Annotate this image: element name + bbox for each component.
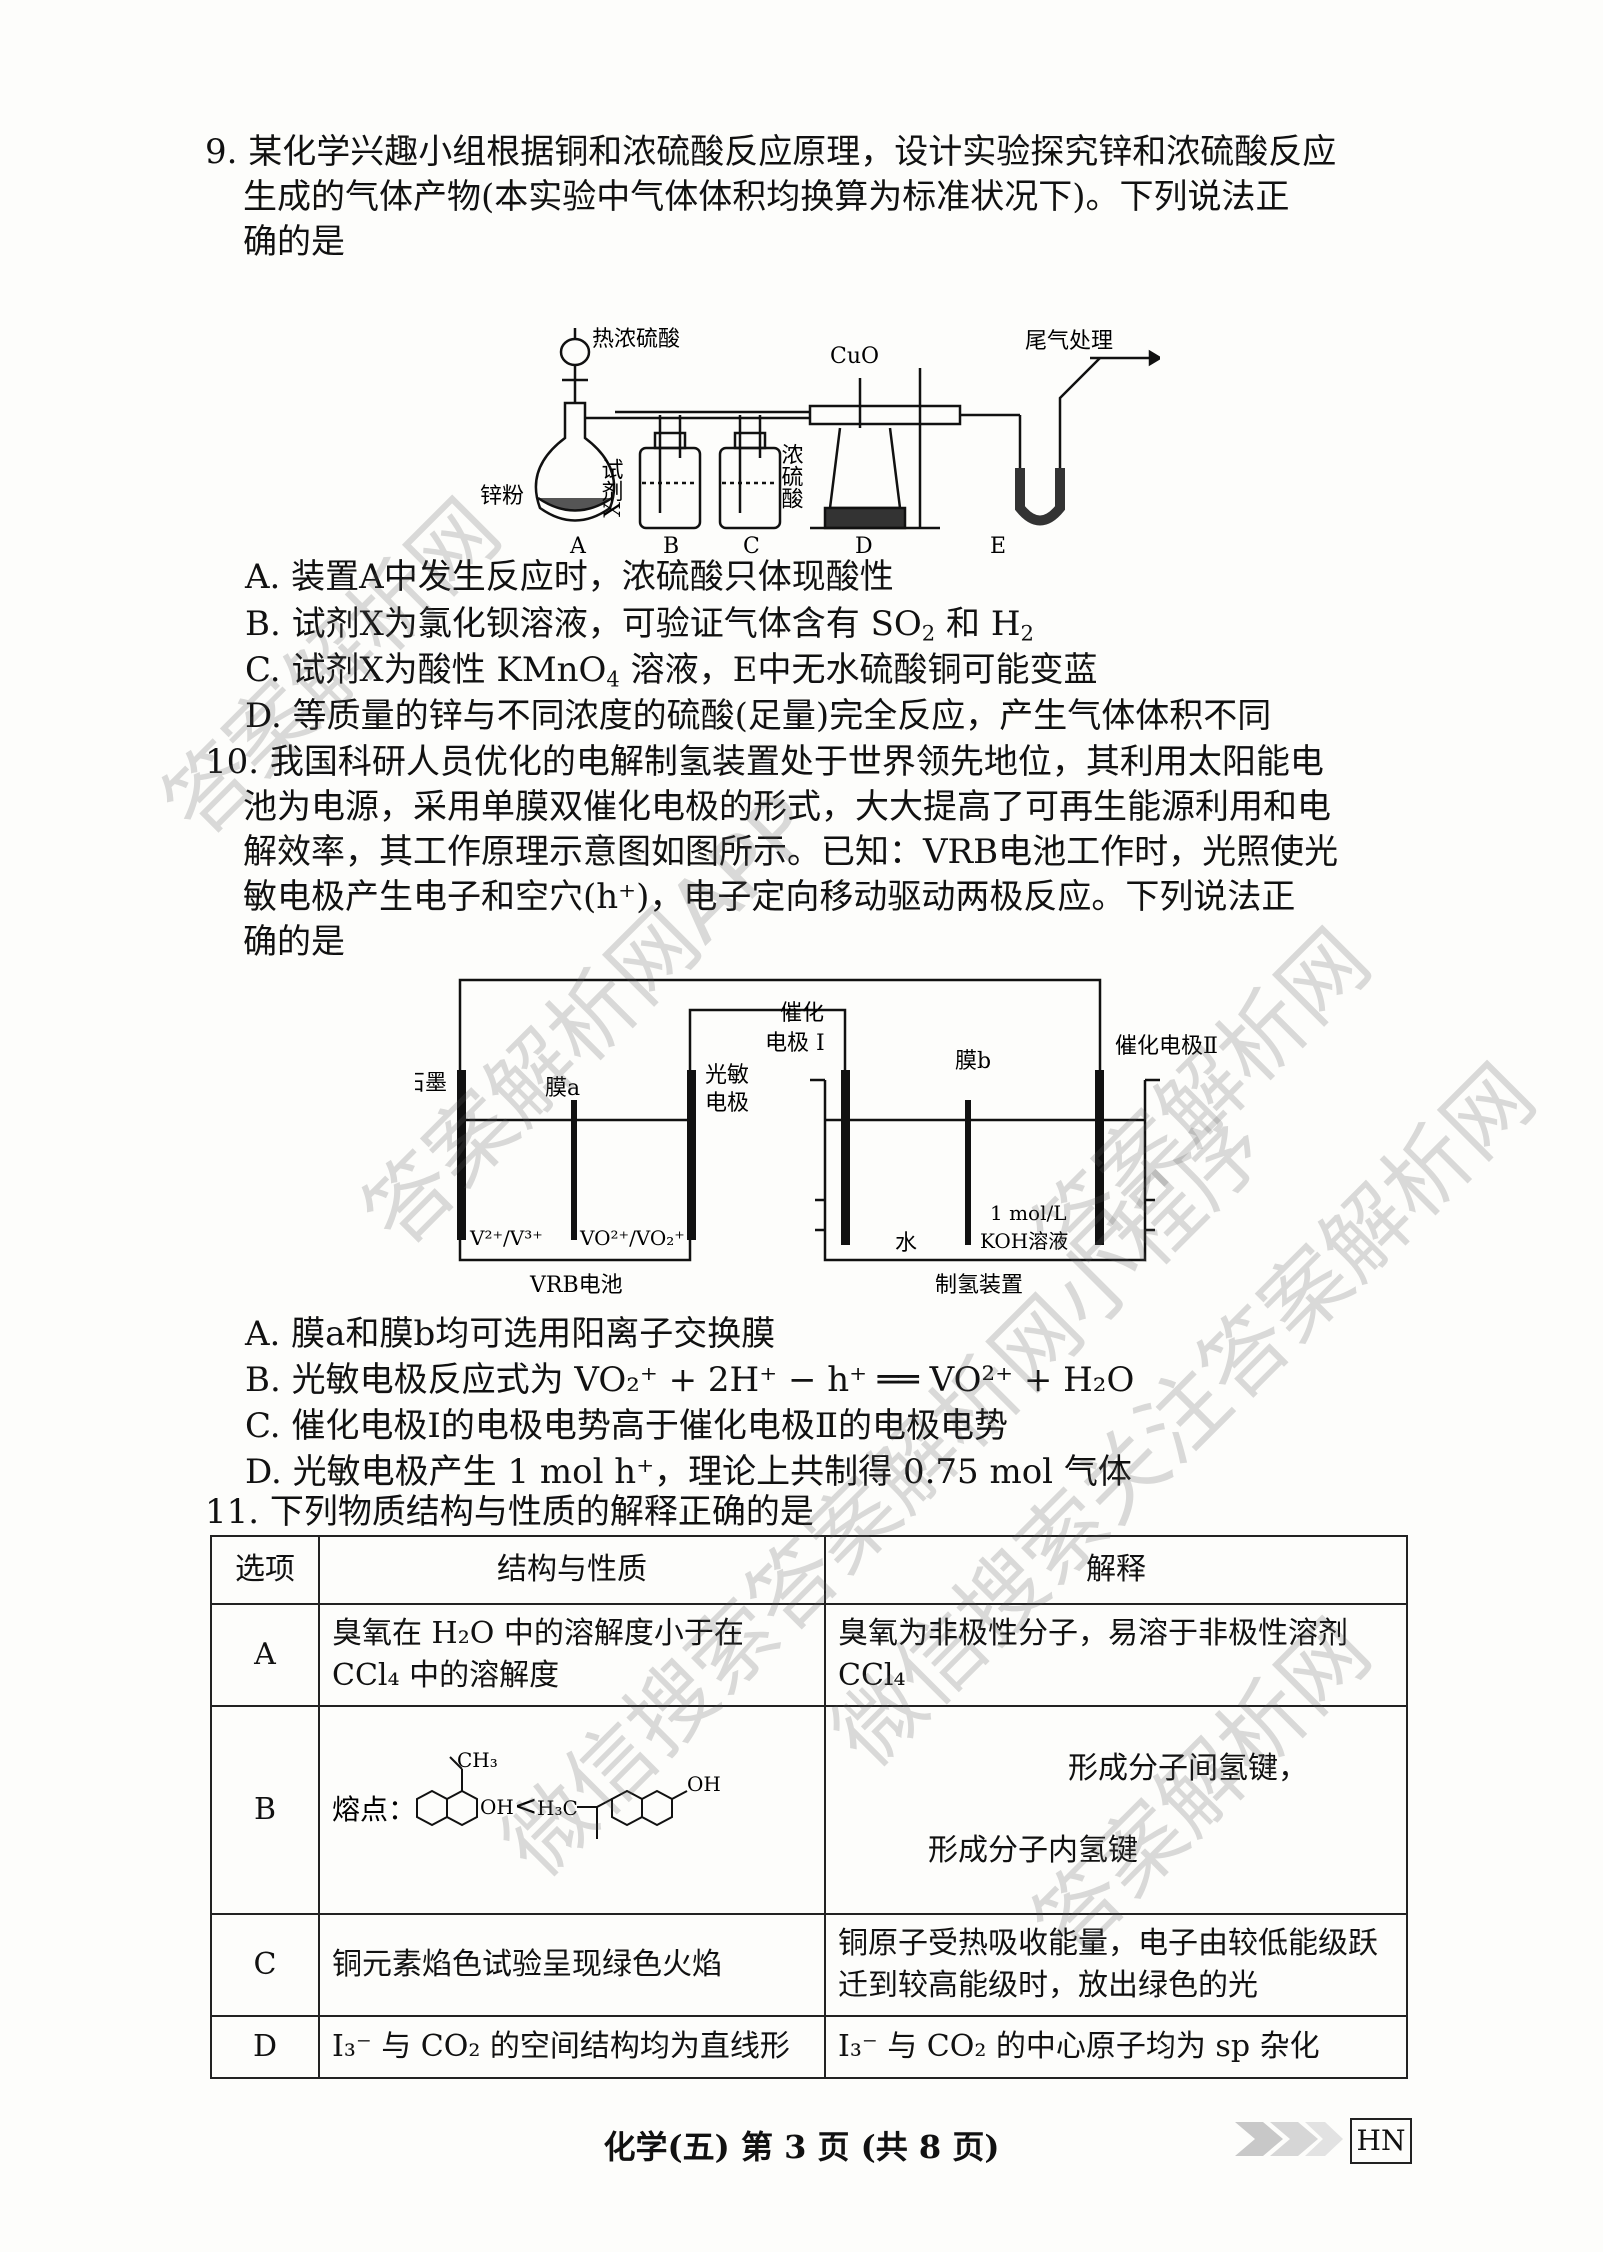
row-option: A bbox=[210, 1603, 320, 1707]
province-badge: HN bbox=[1350, 2118, 1412, 2164]
table-row: A 臭氧在 H₂O 中的溶解度小于在 CCl₄ 中的溶解度 臭氧为非极性分子，易… bbox=[210, 1603, 1408, 1707]
label-v-left: V²⁺/V³⁺ bbox=[469, 1226, 543, 1250]
label-photo-2: 电极 bbox=[705, 1091, 749, 1116]
catalytic-electrode-2 bbox=[1095, 1070, 1104, 1245]
row-explanation: I₃⁻ 与 CO₂ 的中心原子均为 sp 杂化 bbox=[824, 2015, 1408, 2079]
q10-option-d: D. 光敏电极产生 1 mol h⁺，理论上共制得 0.75 mol 气体 bbox=[245, 1452, 1132, 1492]
label-membrane-a: 膜a bbox=[545, 1076, 580, 1101]
q10-option-b: B. 光敏电极反应式为 VO₂⁺ + 2H⁺ − h⁺ ══ VO²⁺ + H₂… bbox=[245, 1360, 1135, 1400]
q9-option-c-text: C. 试剂X为酸性 KMnO bbox=[245, 650, 607, 690]
q10-electrolysis-figure: 石墨 膜a 光敏 电极 催化 电极 Ⅰ 膜b 催化电极Ⅱ V²⁺/V³⁺ VO²… bbox=[415, 978, 1218, 1298]
label-membrane-b: 膜b bbox=[955, 1049, 991, 1074]
mol-oh: OH bbox=[480, 1795, 514, 1819]
catalytic-electrode-1 bbox=[841, 1070, 850, 1245]
label-B: B bbox=[663, 534, 679, 558]
header-structure-property: 结构与性质 bbox=[318, 1535, 826, 1605]
q10-stem: 10. 我国科研人员优化的电解制氢装置处于世界领先地位，其利用太阳能电 池为电源… bbox=[205, 740, 1420, 965]
label-water: 水 bbox=[895, 1231, 917, 1256]
table-header-row: 选项 结构与性质 解释 bbox=[210, 1535, 1408, 1605]
label-photo-1: 光敏 bbox=[705, 1063, 749, 1088]
q10-option-a: A. 膜a和膜b均可选用阳离子交换膜 bbox=[245, 1314, 776, 1354]
label-v-right: VO²⁺/VO₂⁺ bbox=[579, 1226, 685, 1250]
q9-stem: 9. 某化学兴趣小组根据铜和浓硫酸反应原理，设计实验探究锌和浓硫酸反应 生成的气… bbox=[205, 130, 1420, 265]
naphthol-ketone-structure bbox=[416, 1756, 478, 1827]
q9-stem-line: 生成的气体产物(本实验中气体体积均换算为标准状况下)。下列说法正 bbox=[243, 177, 1290, 217]
q9-option-c: C. 试剂X为酸性 KMnO4 溶液，E中无水硫酸铜可能变蓝 bbox=[245, 648, 1097, 701]
row-explanation: 臭氧为非极性分子，易溶于非极性溶剂 CCl₄ bbox=[824, 1603, 1408, 1707]
q9-stem-line: 确的是 bbox=[243, 222, 345, 262]
mol-ch3: CH₃ bbox=[457, 1748, 498, 1772]
q10-stem-line: 10. 我国科研人员优化的电解制氢装置处于世界领先地位，其利用太阳能电 bbox=[205, 742, 1324, 782]
row-option: B bbox=[210, 1705, 320, 1915]
label-cat1-2: 电极 Ⅰ bbox=[765, 1031, 825, 1056]
label-cat1-1: 催化 bbox=[780, 1001, 824, 1026]
row-explanation: 铜原子受热吸收能量，电子由较低能级跃迁到较高能级时，放出绿色的光 bbox=[824, 1913, 1408, 2017]
table-row: B 熔点： CH₃ OH < H₃C bbox=[210, 1705, 1408, 1915]
explanation-line: 形成分子间氢键， bbox=[1068, 1751, 1308, 1786]
mol-h3c: H₃C bbox=[537, 1796, 578, 1820]
q9-option-b-text: B. 试剂X为氯化钡溶液，可验证气体含有 SO bbox=[245, 604, 922, 644]
label-koh-2: KOH溶液 bbox=[980, 1229, 1068, 1253]
page-footer: 化学(五) 第 3 页 (共 8 页) bbox=[603, 2128, 1000, 2166]
label-reagent-x: 试剂X bbox=[598, 458, 624, 518]
row-property: I₃⁻ 与 CO₂ 的空间结构均为直线形 bbox=[318, 2015, 826, 2079]
membrane-b bbox=[965, 1100, 971, 1245]
label-D: D bbox=[855, 534, 873, 558]
label-h2-device: 制氢装置 bbox=[935, 1273, 1023, 1298]
q9-apparatus-figure: 热浓硫酸 锌粉 试剂X 浓硫酸 CuO 尾气处理 A B C D E bbox=[480, 327, 1160, 558]
q10-stem-line: 池为电源，采用单膜双催化电极的形式，大大提高了可再生能源利用和电 bbox=[243, 787, 1331, 827]
label-cat2: 催化电极Ⅱ bbox=[1115, 1034, 1218, 1059]
subscript: 2 bbox=[921, 620, 936, 646]
chevron-arrows-icon bbox=[1235, 2122, 1343, 2156]
photo-electrode bbox=[687, 1070, 696, 1240]
q9-option-d: D. 等质量的锌与不同浓度的硫酸(足量)完全反应，产生气体体积不同 bbox=[245, 696, 1272, 736]
row-option: D bbox=[210, 2015, 320, 2079]
row-property: 铜元素焰色试验呈现绿色火焰 bbox=[318, 1913, 826, 2017]
melting-point-structures: 熔点： CH₃ OH < H₃C bbox=[332, 1748, 721, 1839]
q10-stem-line: 解效率，其工作原理示意图如图所示。已知：VRB电池工作时，光照使光 bbox=[243, 832, 1339, 872]
q9-option-b: B. 试剂X为氯化钡溶液，可验证气体含有 SO2 和 H2 bbox=[245, 602, 1034, 655]
label-koh-1: 1 mol/L bbox=[990, 1201, 1067, 1225]
q9-option-a: A. 装置A中发生反应时，浓硫酸只体现酸性 bbox=[245, 557, 894, 597]
label-graphite: 石墨 bbox=[415, 1071, 447, 1096]
subscript: 4 bbox=[606, 666, 620, 692]
q9-option-b-text: 和 H bbox=[935, 604, 1021, 644]
row-property: 熔点： CH₃ OH < H₃C bbox=[318, 1705, 826, 1915]
prop-prefix: 熔点： bbox=[332, 1793, 416, 1826]
naphthol-ketone-isomer-structure bbox=[577, 1789, 688, 1839]
table-row: D I₃⁻ 与 CO₂ 的空间结构均为直线形 I₃⁻ 与 CO₂ 的中心原子均为… bbox=[210, 2015, 1408, 2079]
label-vrb: VRB电池 bbox=[529, 1273, 623, 1298]
graphite-electrode bbox=[457, 1070, 466, 1240]
mol-oh: OH bbox=[687, 1772, 721, 1796]
row-explanation: 形成分子间氢键， 形成分子内氢键 bbox=[824, 1705, 1408, 1915]
label-hot-acid: 热浓硫酸 bbox=[592, 327, 680, 352]
q11-stem: 11. 下列物质结构与性质的解释正确的是 bbox=[205, 1492, 814, 1532]
label-conc-acid: 浓硫酸 bbox=[778, 443, 804, 509]
label-A: A bbox=[569, 534, 587, 558]
row-option: C bbox=[210, 1913, 320, 2017]
membrane-a bbox=[571, 1100, 577, 1240]
header-explanation: 解释 bbox=[824, 1535, 1408, 1605]
q11-table: 选项 结构与性质 解释 A 臭氧在 H₂O 中的溶解度小于在 CCl₄ 中的溶解… bbox=[210, 1535, 1408, 2079]
q9-stem-line: 9. 某化学兴趣小组根据铜和浓硫酸反应原理，设计实验探究锌和浓硫酸反应 bbox=[205, 132, 1337, 172]
label-cuo: CuO bbox=[830, 344, 879, 369]
q9-option-c-text: 溶液，E中无水硫酸铜可能变蓝 bbox=[619, 650, 1098, 690]
explanation-line: 形成分子内氢键 bbox=[928, 1833, 1138, 1868]
label-tail-gas: 尾气处理 bbox=[1025, 329, 1113, 354]
label-zinc: 锌粉 bbox=[480, 484, 524, 509]
label-C: C bbox=[743, 534, 760, 558]
header-option: 选项 bbox=[210, 1535, 320, 1605]
q10-stem-line: 敏电极产生电子和空穴(h⁺)，电子定向移动驱动两极反应。下列说法正 bbox=[243, 877, 1296, 917]
subscript: 2 bbox=[1020, 620, 1034, 646]
table-row: C 铜元素焰色试验呈现绿色火焰 铜原子受热吸收能量，电子由较低能级跃迁到较高能级… bbox=[210, 1913, 1408, 2017]
less-than: < bbox=[514, 1789, 537, 1822]
q10-stem-line: 确的是 bbox=[243, 922, 345, 962]
q10-option-c: C. 催化电极Ⅰ的电极电势高于催化电极Ⅱ的电极电势 bbox=[245, 1406, 1008, 1446]
label-E: E bbox=[990, 534, 1006, 558]
row-property: 臭氧在 H₂O 中的溶解度小于在 CCl₄ 中的溶解度 bbox=[318, 1603, 826, 1707]
